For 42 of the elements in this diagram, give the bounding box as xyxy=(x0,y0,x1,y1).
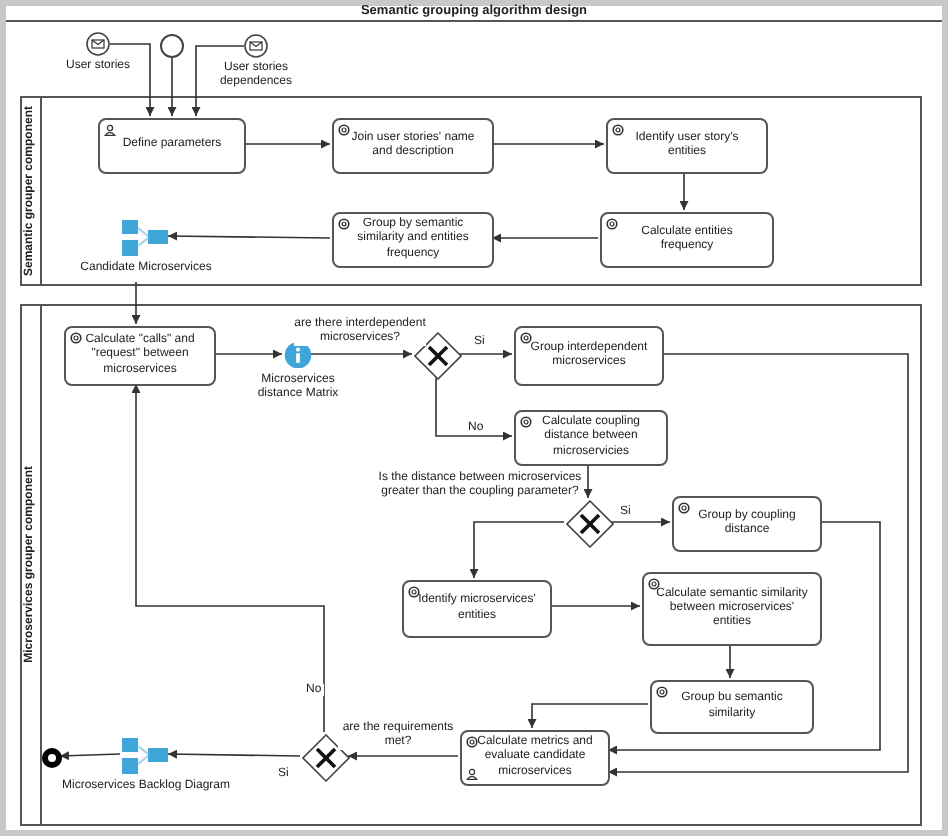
sequence-flow xyxy=(583,463,593,499)
sequence-flow xyxy=(131,281,141,325)
sequence-flow xyxy=(607,521,881,755)
task-box xyxy=(514,410,668,466)
task-box xyxy=(600,212,774,268)
task-box xyxy=(332,212,494,268)
sequence-flow xyxy=(725,643,735,679)
sequence-flow xyxy=(167,57,177,117)
sequence-flow xyxy=(459,349,513,359)
start-event xyxy=(160,34,184,58)
task-box xyxy=(642,572,822,646)
sequence-flow xyxy=(607,353,909,777)
task-box xyxy=(98,118,246,174)
task-box xyxy=(332,118,494,174)
task-box xyxy=(514,326,664,386)
sequence-flow xyxy=(491,233,599,243)
sequence-flow xyxy=(109,43,155,117)
task-box xyxy=(402,580,552,638)
sequence-flow xyxy=(167,231,331,241)
sequence-flow xyxy=(347,751,459,761)
sequence-flow xyxy=(549,601,641,611)
sequence-flow xyxy=(491,139,605,149)
sequence-flow xyxy=(469,521,565,579)
sequence-flow xyxy=(131,383,325,733)
task-box xyxy=(460,730,610,786)
sequence-flow xyxy=(309,349,413,359)
sequence-flow xyxy=(213,349,283,359)
sequence-flow xyxy=(679,171,689,211)
task-box xyxy=(606,118,768,174)
sequence-flow xyxy=(243,139,331,149)
task-box xyxy=(64,326,216,386)
sequence-flow xyxy=(611,517,671,527)
sequence-flow xyxy=(435,377,513,441)
pool xyxy=(20,96,922,286)
sequence-flow xyxy=(167,749,301,759)
pool xyxy=(20,304,922,826)
sequence-flow xyxy=(191,45,245,117)
task-box xyxy=(672,496,822,552)
task-box xyxy=(650,680,814,734)
end-event xyxy=(42,748,62,768)
sequence-flow xyxy=(59,751,121,761)
sequence-flow xyxy=(527,703,649,729)
